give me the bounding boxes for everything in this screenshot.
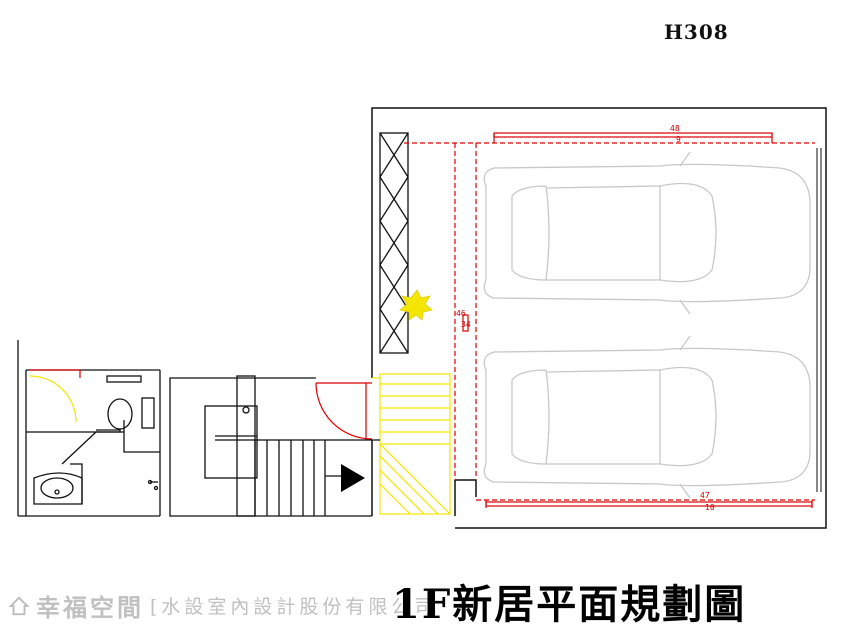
entry-door [315, 377, 380, 440]
bathroom-door [29, 369, 81, 423]
bathroom [17, 340, 161, 517]
storage-cabinet [379, 132, 409, 354]
dim-bottom-upper: 47 [700, 491, 710, 500]
car-bottom [483, 335, 811, 499]
watermark-brand: 幸福空間 [36, 594, 144, 622]
garage-walls [371, 107, 827, 529]
stair-hall [169, 375, 380, 517]
watermark: 幸福空間 [水設室內設計股份有限公司 [8, 588, 437, 623]
dim-top-upper: 48 [670, 124, 680, 133]
house-logo-icon [8, 595, 30, 615]
dim-top-lower: 9 [676, 135, 681, 144]
dim-side-right: 34 [461, 320, 471, 329]
dimension-labels: 48 9 46 34 47 10 [456, 124, 715, 512]
dimension-lines [404, 132, 815, 508]
car-top [483, 151, 811, 315]
drawing-code: H308 [664, 20, 729, 44]
watermark-subtitle: [水設室內設計股份有限公司 [150, 596, 438, 618]
arrow-right-icon [341, 464, 365, 492]
dim-bottom-lower: 10 [705, 503, 715, 512]
entry-stairs [379, 373, 451, 515]
plan-title: 1F新居平面規劃圖 [392, 581, 747, 628]
plant-icon [399, 289, 433, 321]
dim-side-left: 46 [456, 309, 466, 318]
